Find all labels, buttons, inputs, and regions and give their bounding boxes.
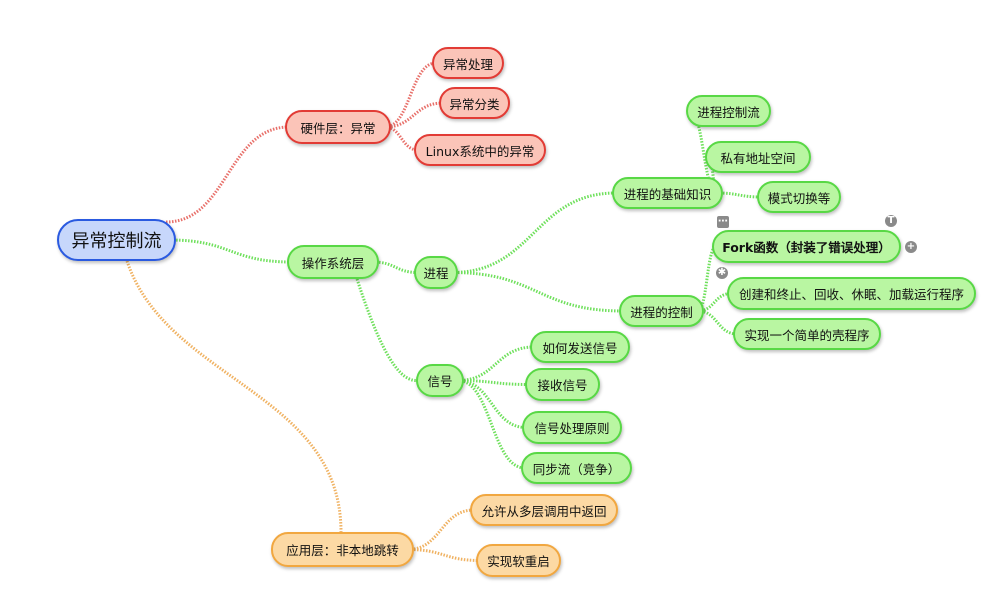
topic-icon[interactable]: T [885, 215, 897, 227]
connector-pc-pc2 [697, 309, 738, 336]
connector-proc-pb [451, 191, 617, 274]
node-mode-switch[interactable]: 模式切换等 [757, 181, 841, 213]
node-sync-flow[interactable]: 同步流（竞争） [521, 452, 632, 484]
node-simple-shell[interactable]: 实现一个简单的壳程序 [733, 318, 881, 350]
connector-os-proc [372, 260, 419, 274]
node-app-layer[interactable]: 应用层：非本地跳转 [271, 532, 414, 567]
connector-sig-sig2 [457, 379, 527, 429]
node-os-layer[interactable]: 操作系统层 [287, 245, 379, 279]
star-icon[interactable]: ✱ [716, 267, 728, 279]
more-icon[interactable]: ⋯ [717, 216, 729, 228]
node-process[interactable]: 进程 [414, 256, 458, 289]
node-send-signal[interactable]: 如何发送信号 [530, 331, 630, 363]
node-exception-handling[interactable]: 异常处理 [432, 47, 504, 79]
node-signal[interactable]: 信号 [416, 364, 464, 397]
node-process-control[interactable]: 进程的控制 [619, 295, 704, 327]
connector-app-app0 [407, 508, 475, 551]
node-fork[interactable]: Fork函数（封装了错误处理） [712, 230, 901, 263]
node-receive-signal[interactable]: 接收信号 [525, 368, 600, 401]
connector-os-sig [355, 278, 417, 382]
node-linux-exceptions[interactable]: Linux系统中的异常 [414, 134, 546, 166]
node-soft-restart[interactable]: 实现软重启 [476, 544, 561, 577]
root-node[interactable]: 异常控制流 [57, 219, 176, 261]
connector-sig-sig0 [457, 345, 535, 382]
connector-proc-pc [451, 271, 624, 313]
connector-root-os [169, 238, 292, 264]
node-private-address-space[interactable]: 私有地址空间 [705, 141, 811, 173]
connector-app-app1 [407, 548, 481, 562]
connector-sig-sig3 [457, 379, 526, 470]
node-process-basics[interactable]: 进程的基础知识 [612, 177, 723, 209]
add-icon[interactable]: + [905, 241, 917, 253]
connector-root-app [125, 260, 343, 533]
connector-root-hw [165, 125, 290, 224]
node-signal-handling[interactable]: 信号处理原则 [522, 411, 622, 444]
node-hardware-layer[interactable]: 硬件层：异常 [285, 110, 391, 144]
node-multilevel-return[interactable]: 允许从多层调用中返回 [470, 494, 618, 526]
node-exception-classes[interactable]: 异常分类 [439, 87, 510, 119]
node-create-terminate[interactable]: 创建和终止、回收、休眠、加载运行程序 [727, 277, 976, 310]
node-process-control-flow[interactable]: 进程控制流 [686, 95, 771, 127]
connector-hw-hw0 [384, 61, 437, 129]
connector-pb-pb2 [716, 191, 762, 199]
